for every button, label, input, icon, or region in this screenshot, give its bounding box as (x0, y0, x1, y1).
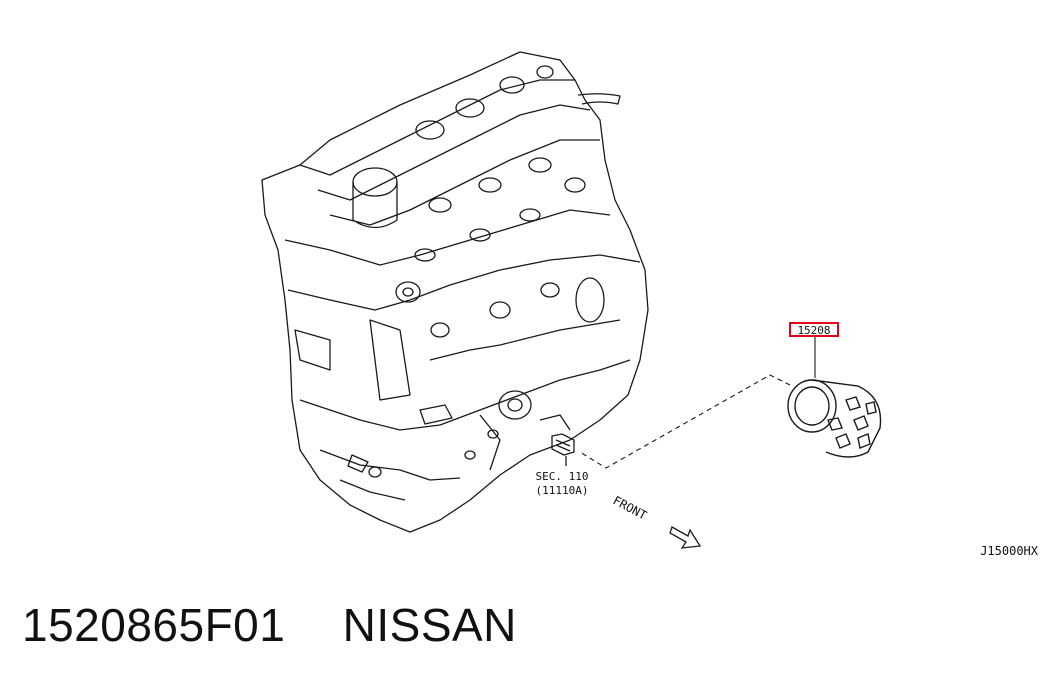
assembly-dashed-line (579, 374, 791, 469)
oil-filter-drawing (787, 379, 882, 458)
callout-highlight-box (789, 322, 839, 337)
part-caption: 1520865F01 NISSAN (22, 598, 517, 658)
engine-exploded-diagram: 15208 SEC. 110 (11110A) FRONT J15000HX (261, 51, 1039, 558)
figure-code: J15000HX (980, 544, 1039, 558)
front-direction-indicator: FRONT (611, 493, 702, 549)
callout-part-number: 15208 (797, 324, 830, 337)
engine-assembly-drawing (261, 51, 649, 533)
section-ref-line2: (11110A) (536, 484, 589, 497)
caption-brand: NISSAN (342, 599, 517, 651)
drain-stud-drawing (551, 433, 575, 466)
front-label: FRONT (611, 493, 649, 522)
section-ref-line1: SEC. 110 (536, 470, 589, 483)
caption-part-number: 1520865F01 (22, 599, 286, 651)
front-arrow-icon (669, 526, 702, 549)
